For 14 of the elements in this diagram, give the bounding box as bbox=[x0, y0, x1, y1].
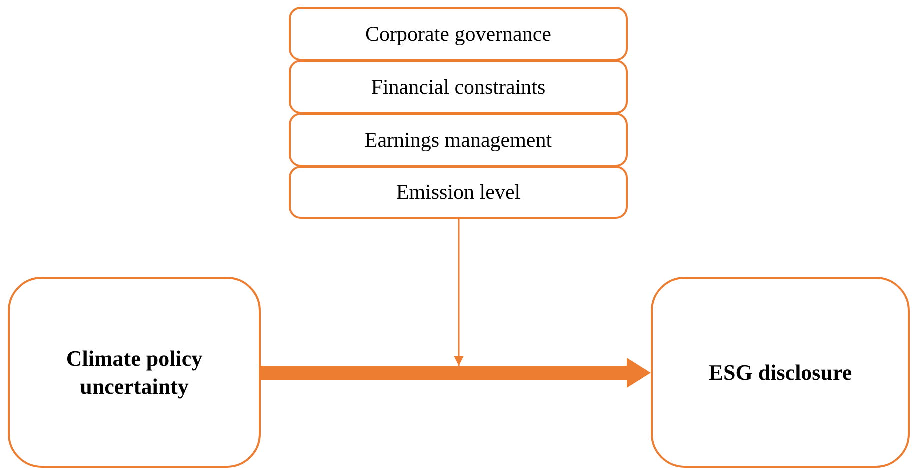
arrow bbox=[261, 358, 651, 388]
variable-box bbox=[651, 277, 910, 468]
factor-box bbox=[289, 60, 628, 114]
factor-box bbox=[289, 113, 628, 167]
node-label: Emission level bbox=[396, 179, 521, 206]
node-label: ESG disclosure bbox=[708, 358, 852, 386]
variable-box bbox=[8, 277, 261, 468]
arrow bbox=[454, 219, 464, 366]
node-label: Climate policy uncertainty bbox=[65, 345, 204, 400]
node-label: Financial constraints bbox=[371, 74, 546, 100]
node-label: Corporate governance bbox=[366, 20, 552, 48]
factor-box bbox=[289, 166, 628, 219]
factor-box bbox=[289, 7, 628, 61]
node-label: Earnings management bbox=[364, 126, 552, 154]
